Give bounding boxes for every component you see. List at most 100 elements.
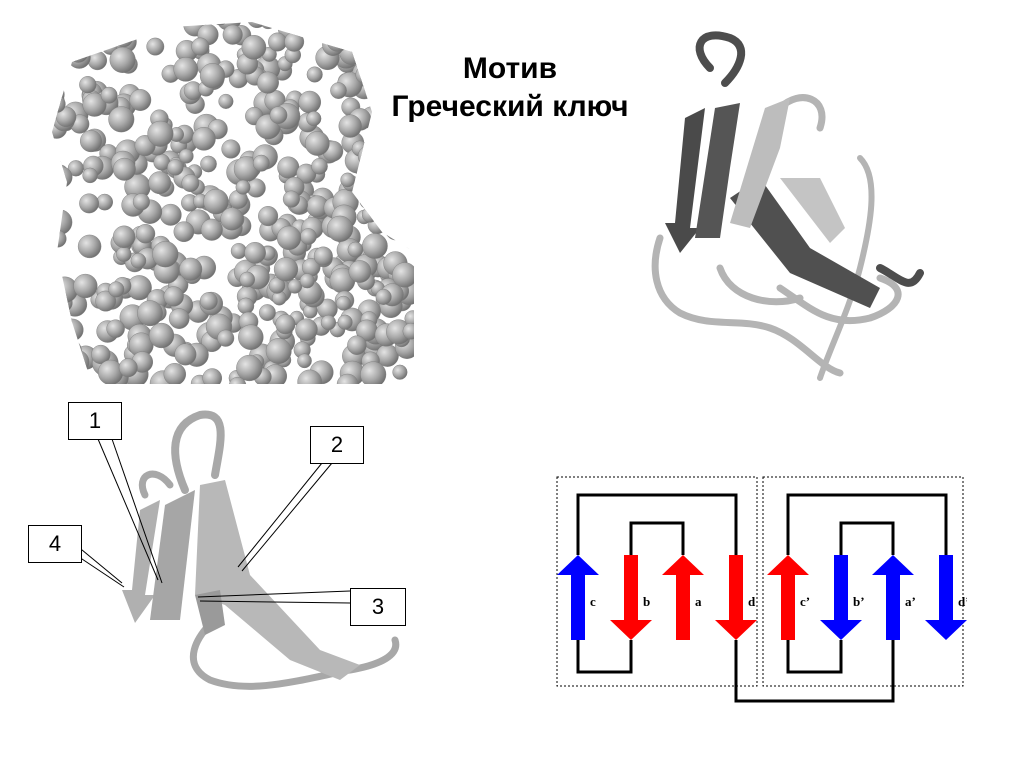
atom-sphere <box>218 93 234 109</box>
dark-strand-3 <box>730 178 880 308</box>
light-strand-2 <box>780 178 845 243</box>
atom-sphere <box>244 241 266 264</box>
atom-sphere <box>113 28 134 48</box>
atom-sphere <box>235 179 251 195</box>
atom-sphere <box>79 76 97 94</box>
atom-sphere <box>200 155 217 173</box>
dark-strand-2 <box>695 103 740 238</box>
atom-sphere <box>346 24 364 42</box>
atom-sphere <box>284 31 305 52</box>
atom-spheres <box>52 22 414 384</box>
strand-arrow <box>872 555 914 640</box>
bottom-loop-3 <box>716 264 804 306</box>
atom-sphere <box>275 314 296 335</box>
atom-sphere <box>52 326 67 350</box>
atom-sphere <box>322 34 344 56</box>
atom-sphere <box>355 65 374 84</box>
atom-sphere <box>52 22 61 44</box>
atom-sphere <box>265 338 292 364</box>
atom-sphere <box>52 218 60 233</box>
atom-sphere <box>69 28 91 50</box>
atom-sphere <box>400 48 414 70</box>
atom-sphere <box>297 353 312 369</box>
atom-sphere <box>276 225 302 250</box>
link-d-a2 <box>734 640 895 703</box>
atom-sphere <box>65 349 90 374</box>
link-b2-a2 <box>839 521 895 555</box>
atom-sphere <box>52 22 64 44</box>
atom-sphere <box>361 206 379 223</box>
atom-sphere <box>191 37 210 56</box>
atom-sphere <box>385 218 407 241</box>
atom-sphere <box>178 148 194 164</box>
atom-sphere <box>375 27 395 47</box>
atom-sphere <box>385 153 408 177</box>
atom-sphere <box>277 156 300 179</box>
atom-sphere <box>96 193 113 211</box>
atom-sphere <box>372 72 390 90</box>
strand-label: a <box>695 594 702 609</box>
atom-sphere <box>297 369 323 384</box>
atom-sphere <box>368 128 388 148</box>
atom-sphere <box>179 257 203 281</box>
atom-sphere <box>238 324 264 350</box>
atom-sphere <box>221 139 241 159</box>
atom-sphere <box>409 210 414 227</box>
strand-arrow <box>715 555 757 640</box>
atom-sphere <box>393 42 414 67</box>
atom-sphere <box>362 56 383 77</box>
strand-arrow <box>925 555 967 640</box>
link-c2-b2 <box>786 640 843 674</box>
atom-sphere <box>57 338 82 364</box>
atom-sphere <box>199 292 218 310</box>
callout-2-leader-a <box>237 462 323 568</box>
atom-sphere <box>406 78 414 99</box>
atom-sphere <box>230 242 247 259</box>
atom-sphere <box>152 241 179 268</box>
ribbon-small-loop <box>138 470 174 499</box>
atom-sphere <box>363 59 384 80</box>
atom-sphere <box>393 23 410 40</box>
atom-sphere <box>287 279 303 294</box>
callout-2: 2 <box>310 426 364 464</box>
atom-sphere <box>148 322 175 349</box>
atom-sphere <box>350 22 375 44</box>
atom-sphere <box>113 22 131 38</box>
space-filling-protein-model <box>52 22 414 384</box>
atom-sphere <box>97 359 124 384</box>
strand-arrow <box>610 555 652 640</box>
atom-sphere <box>339 39 365 65</box>
atom-sphere <box>252 154 270 172</box>
atom-sphere <box>82 92 107 117</box>
atom-sphere <box>300 228 317 245</box>
callout-2-leader-b <box>241 462 333 572</box>
atom-sphere <box>173 221 195 242</box>
strand-arrow <box>820 555 862 640</box>
atom-sphere <box>361 172 381 191</box>
atom-sphere <box>256 71 279 94</box>
atom-sphere <box>388 30 406 48</box>
atom-sphere <box>306 111 322 127</box>
strand-label: b <box>643 594 650 609</box>
strand-label: c <box>590 594 596 609</box>
atom-sphere <box>402 142 414 158</box>
atom-sphere <box>313 246 333 266</box>
atom-sphere <box>398 119 414 144</box>
atom-sphere <box>391 22 414 39</box>
ribbon-strand-1 <box>150 490 195 620</box>
atom-sphere <box>106 319 125 338</box>
atom-sphere <box>52 191 56 209</box>
atom-sphere <box>138 22 163 34</box>
atom-sphere <box>220 207 244 231</box>
atom-sphere <box>402 173 414 195</box>
atom-sphere <box>116 246 132 262</box>
slide-title: Мотив Греческий ключ <box>360 50 660 126</box>
strand-arrow <box>767 555 809 640</box>
atom-sphere <box>260 22 277 30</box>
atom-sphere <box>381 22 398 26</box>
atom-sphere <box>146 37 165 56</box>
atom-sphere <box>273 257 299 282</box>
atom-sphere <box>147 120 174 147</box>
atom-sphere <box>77 234 102 259</box>
